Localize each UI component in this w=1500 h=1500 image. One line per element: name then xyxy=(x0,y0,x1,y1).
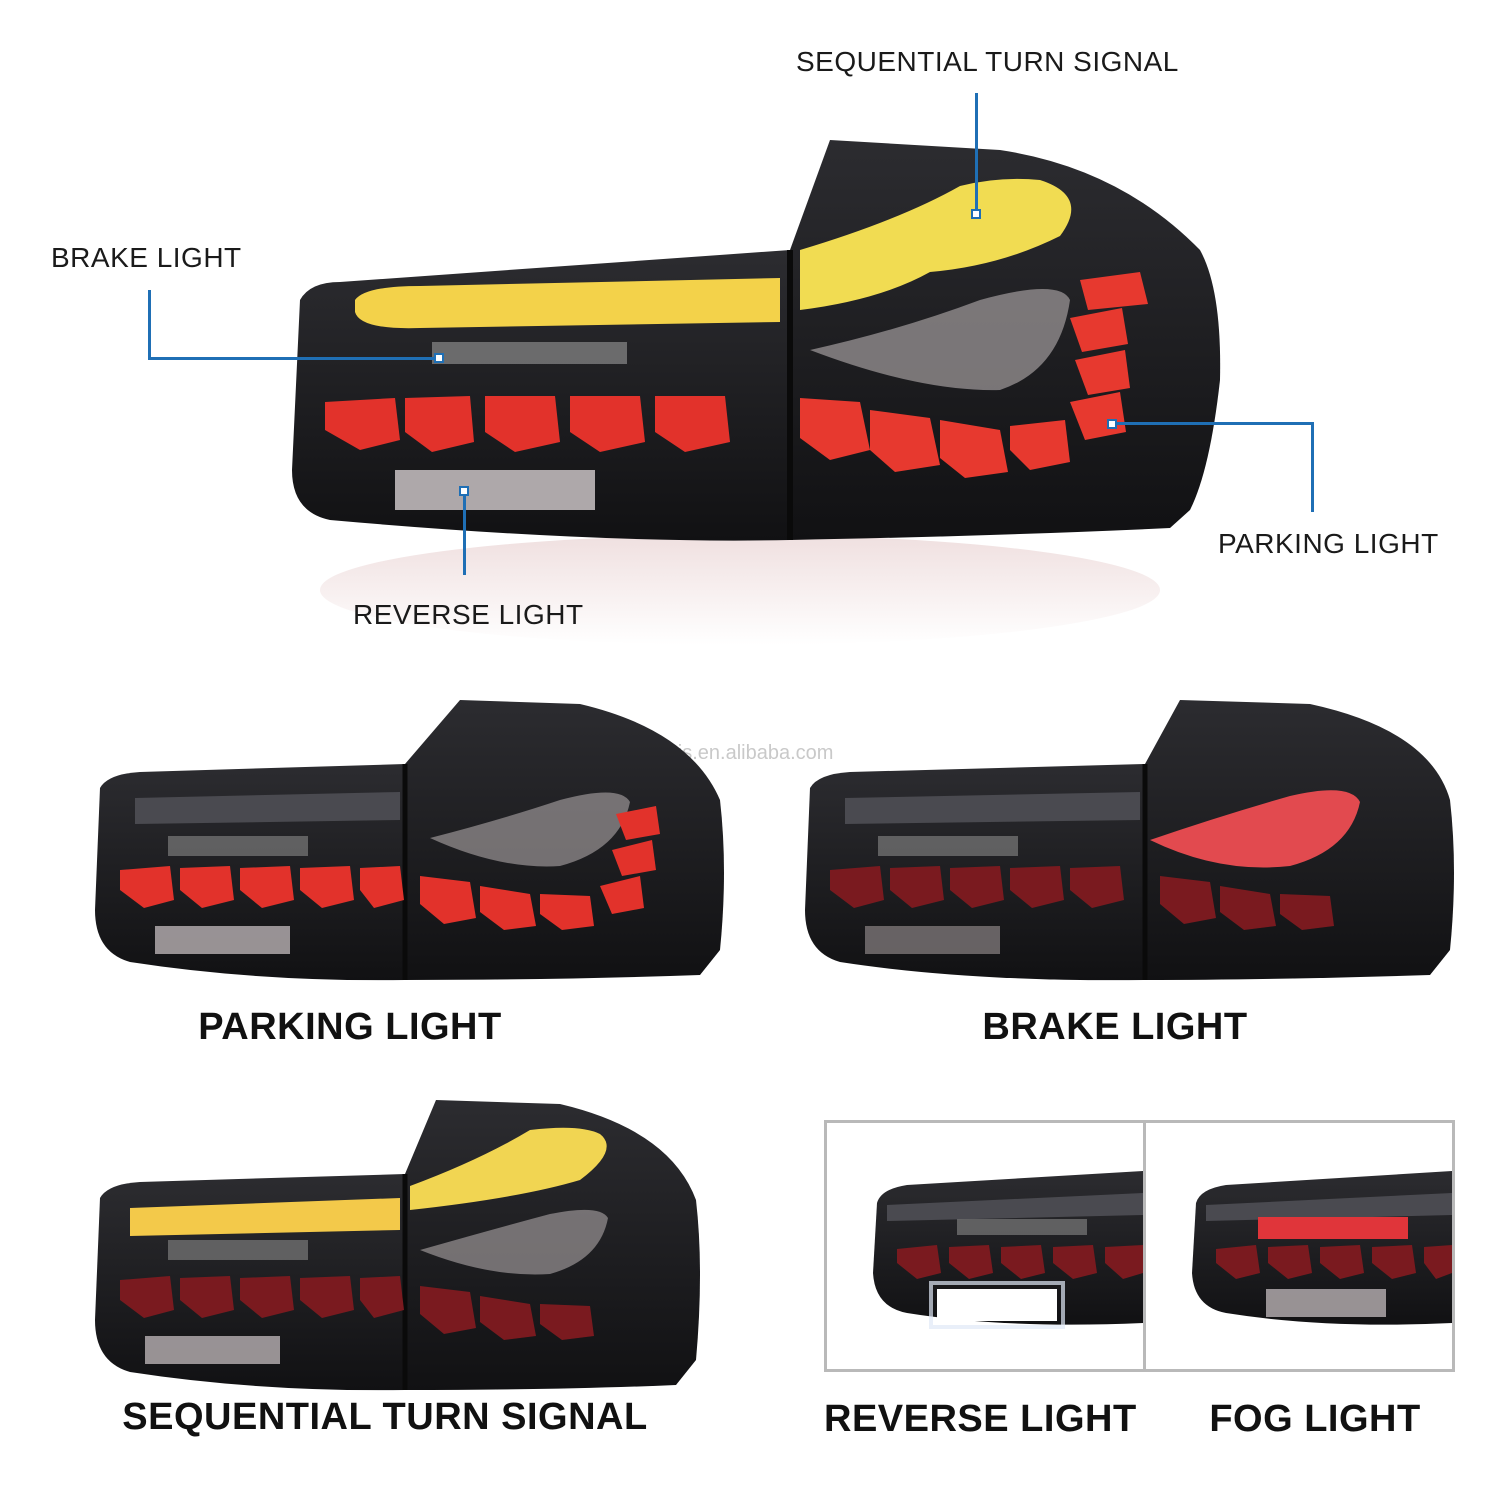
watermark: caris.en.alibaba.com xyxy=(650,742,834,764)
sequential-turn-signal-panel: SEQUENTIAL TURN SIGNAL xyxy=(60,1090,760,1490)
parking-light-image xyxy=(95,700,724,981)
reverse-light-caption: REVERSE LIGHT xyxy=(824,1398,1137,1440)
callout-line xyxy=(148,357,436,360)
callout-reverse-light-label: REVERSE LIGHT xyxy=(353,599,584,630)
reverse-light-image xyxy=(873,1171,1143,1329)
fog-light-caption: FOG LIGHT xyxy=(1209,1398,1421,1440)
callout-line xyxy=(975,93,978,211)
callout-line xyxy=(148,290,151,360)
brake-light-caption: BRAKE LIGHT xyxy=(982,1006,1248,1048)
reverse-light-frame xyxy=(824,1120,1146,1372)
sequential-turn-signal-image xyxy=(95,1100,700,1391)
main-product-image: SEQUENTIAL TURN SIGNAL BRAKE LIGHT PARKI… xyxy=(0,0,1500,660)
callout-line xyxy=(463,495,466,575)
callout-line xyxy=(1311,422,1314,512)
fog-light-image xyxy=(1192,1171,1452,1325)
callout-dot xyxy=(971,209,981,219)
callout-dot xyxy=(434,353,444,363)
brake-light-image xyxy=(805,700,1454,981)
callout-brake-light-label: BRAKE LIGHT xyxy=(51,242,242,273)
main-taillight-pair-image xyxy=(292,140,1221,645)
sequential-turn-signal-caption: SEQUENTIAL TURN SIGNAL xyxy=(122,1396,648,1438)
callout-parking-light-label: PARKING LIGHT xyxy=(1218,528,1439,559)
parking-light-panel: PARKING LIGHT xyxy=(60,690,750,1070)
brake-light-panel: BRAKE LIGHT xyxy=(770,690,1470,1070)
fog-light-frame xyxy=(1143,1120,1455,1372)
callout-sequential-turn-signal-label: SEQUENTIAL TURN SIGNAL xyxy=(796,46,1179,77)
parking-light-caption: PARKING LIGHT xyxy=(198,1006,502,1048)
callout-line xyxy=(1115,422,1314,425)
